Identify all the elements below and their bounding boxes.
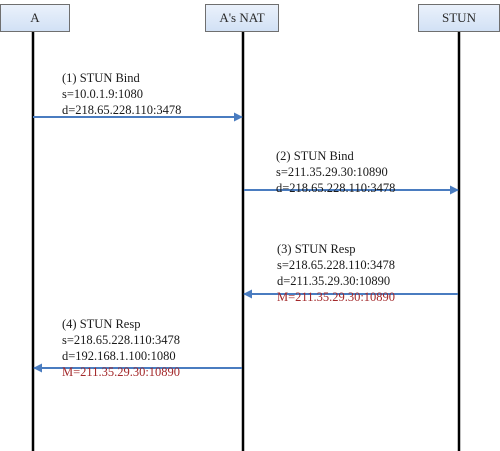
node-nat-label: A's NAT (219, 10, 265, 25)
message-3-title: (3) STUN Resp (277, 242, 356, 256)
node-stun: STUN (418, 4, 500, 32)
message-4-label: (4) STUN Resp s=218.65.228.110:3478 d=19… (62, 316, 180, 380)
message-4-source: s=218.65.228.110:3478 (62, 333, 181, 347)
message-3-mapped-address: M=211.35.29.30:10890 (277, 290, 396, 304)
message-1-label: (1) STUN Bind s=10.0.1.9:1080 d=218.65.2… (62, 70, 181, 118)
message-1-source: s=10.0.1.9:1080 (62, 87, 144, 101)
message-1-destination: d=218.65.228.110:3478 (62, 103, 182, 117)
message-2-label: (2) STUN Bind s=211.35.29.30:10890 d=218… (276, 148, 395, 196)
message-1-title: (1) STUN Bind (62, 71, 140, 85)
message-3-label: (3) STUN Resp s=218.65.228.110:3478 d=21… (277, 241, 395, 305)
message-2-source: s=211.35.29.30:10890 (276, 165, 388, 179)
node-nat: A's NAT (205, 4, 279, 32)
message-3-destination: d=211.35.29.30:10890 (277, 274, 391, 288)
message-4-destination: d=192.168.1.100:1080 (62, 349, 176, 363)
message-2-title: (2) STUN Bind (276, 149, 354, 163)
message-4-mapped-address: M=211.35.29.30:10890 (62, 365, 181, 379)
message-2-destination: d=218.65.228.110:3478 (276, 181, 396, 195)
node-a: A (0, 4, 70, 32)
node-stun-label: STUN (442, 10, 476, 25)
message-3-source: s=218.65.228.110:3478 (277, 258, 396, 272)
node-a-label: A (30, 10, 40, 25)
message-4-title: (4) STUN Resp (62, 317, 141, 331)
